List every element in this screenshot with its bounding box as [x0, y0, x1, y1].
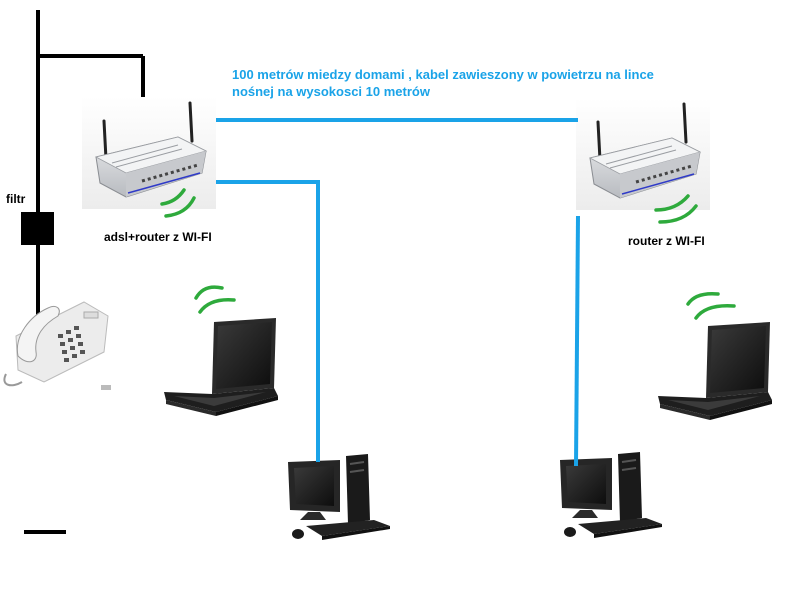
- phone-brand-mark: [101, 385, 111, 390]
- wifi-router-icon: [80, 95, 218, 211]
- cable-description: 100 metrów miedzy domami , kabel zawiesz…: [232, 67, 654, 99]
- filter-label: filtr: [6, 192, 26, 206]
- adsl-router-label: adsl+router z WI-FI: [104, 230, 212, 244]
- phone-line: [36, 10, 145, 320]
- wifi-signal-icon: [686, 291, 736, 320]
- filter-box-icon: [21, 212, 54, 245]
- wifi-router-icon: [574, 96, 712, 212]
- wifi-signal-icon: [160, 188, 196, 218]
- laptop-icon: [658, 322, 772, 420]
- desktop-computer-icon: [287, 453, 391, 541]
- laptop-icon: [164, 318, 278, 416]
- telephone-icon: [3, 301, 109, 387]
- cable-to-desktop-right: [574, 215, 580, 467]
- remote-router-label: router z WI-FI: [628, 234, 705, 248]
- network-cables: [216, 118, 580, 467]
- wifi-signal-icon: [194, 285, 236, 314]
- wifi-signal-icon: [654, 194, 698, 224]
- cable-to-desktop-left: [216, 180, 320, 462]
